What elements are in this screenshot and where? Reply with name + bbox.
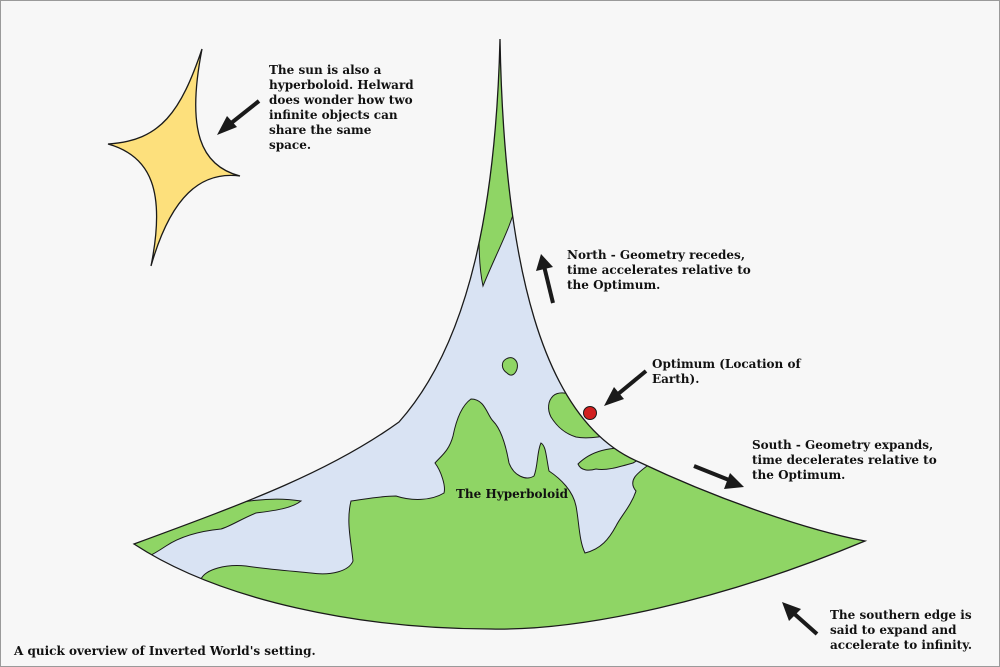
north-arrow-icon bbox=[536, 254, 555, 304]
sun-note-label: The sun is also a hyperboloid. Helward d… bbox=[269, 63, 414, 152]
north-label: North - Geometry recedes, time accelerat… bbox=[567, 248, 751, 292]
south-label: South - Geometry expands, time decelerat… bbox=[752, 438, 937, 482]
edge-arrow-icon bbox=[782, 602, 819, 636]
sun-icon bbox=[107, 48, 241, 267]
land-west-strip bbox=[134, 498, 303, 562]
hyperboloid-label: The Hyperboloid bbox=[456, 487, 569, 501]
south-arrow-icon bbox=[693, 464, 744, 489]
hyperboloid-outline bbox=[132, 38, 868, 630]
optimum-arrow-icon bbox=[604, 369, 648, 406]
caption: A quick overview of Inverted World's set… bbox=[14, 644, 316, 658]
land-main-continent bbox=[200, 398, 865, 630]
optimum-label: Optimum (Location of Earth). bbox=[652, 357, 801, 386]
land-islet bbox=[501, 357, 518, 376]
optimum-marker-icon bbox=[583, 406, 597, 420]
sun-arrow-icon bbox=[217, 99, 261, 135]
southern-edge-label: The southern edge is said to expand and … bbox=[830, 608, 973, 652]
hyperboloid-shape bbox=[132, 38, 868, 630]
